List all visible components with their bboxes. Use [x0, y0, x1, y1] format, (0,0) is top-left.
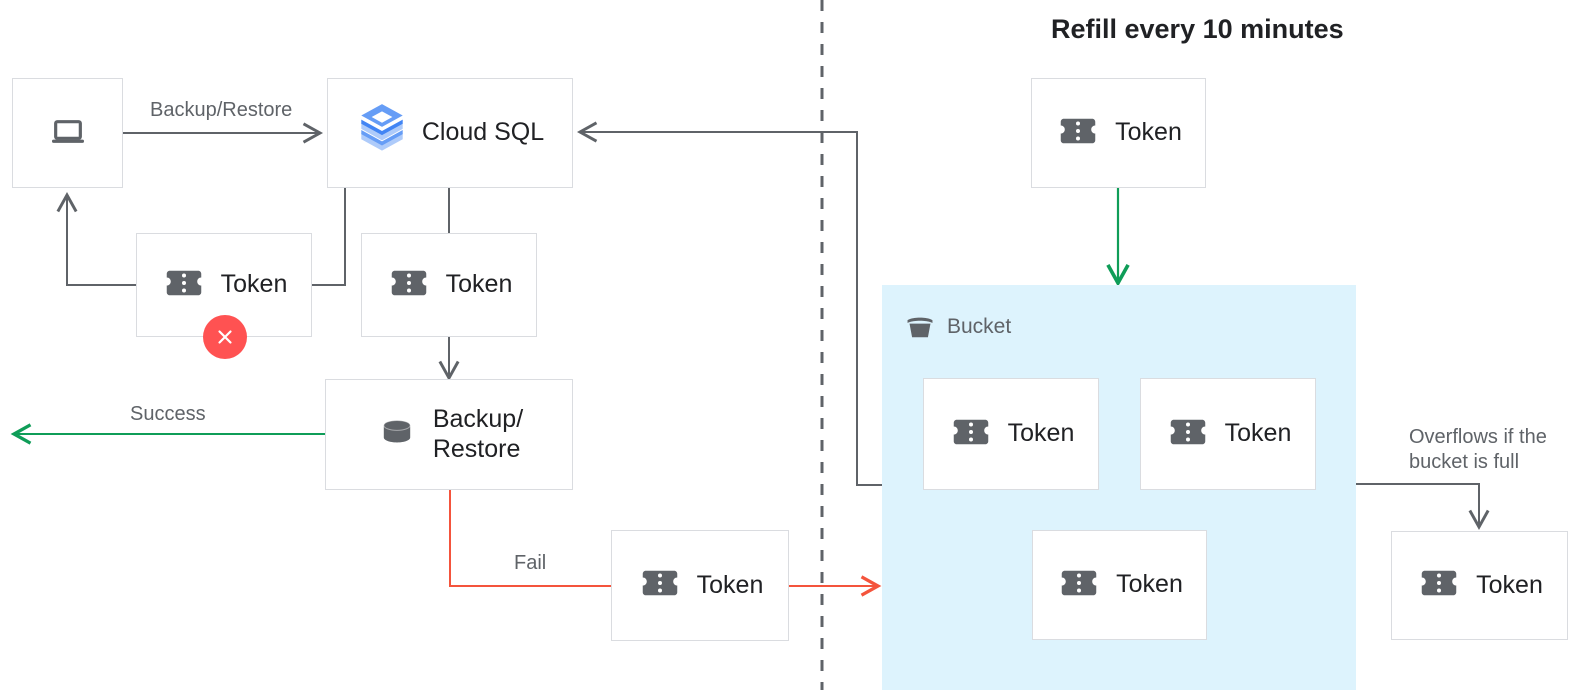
- edge-label-backup-restore: Backup/Restore: [150, 99, 293, 121]
- token-icon: [161, 260, 207, 311]
- node-token-bucket-2-label: Token: [1224, 419, 1292, 448]
- edge-bucket-overflow: [1356, 483, 1490, 531]
- token-icon: [386, 260, 432, 311]
- node-token-bucket-3[interactable]: Token: [1032, 530, 1207, 640]
- token-icon: [948, 409, 994, 460]
- token-icon: [1056, 560, 1102, 611]
- token-icon: [1165, 409, 1211, 460]
- node-token-fail[interactable]: Token: [611, 530, 789, 641]
- node-token-sql[interactable]: Token: [361, 233, 537, 337]
- node-token-refill[interactable]: Token: [1031, 78, 1206, 188]
- node-cloud-sql-label: Cloud SQL: [421, 118, 545, 147]
- node-token-bucket-1-label: Token: [1007, 419, 1075, 448]
- node-token-client-label: Token: [220, 270, 288, 299]
- node-token-bucket-3-label: Token: [1116, 570, 1183, 599]
- edge-bucket-to-cloudsql: [576, 121, 892, 486]
- close-icon: [218, 330, 232, 344]
- bucket-icon: [907, 317, 933, 338]
- bucket-label: Bucket: [947, 315, 1012, 338]
- fail-badge-x: [203, 315, 247, 359]
- node-client[interactable]: [12, 78, 123, 188]
- token-icon: [1416, 560, 1462, 611]
- edge-label-success: Success: [130, 403, 206, 425]
- token-icon: [1055, 108, 1101, 159]
- node-token-refill-label: Token: [1115, 118, 1182, 147]
- page-title: Refill every 10 minutes: [1051, 14, 1344, 44]
- token-icon: [637, 560, 683, 611]
- node-token-overflow[interactable]: Token: [1391, 531, 1568, 640]
- edge-label-fail: Fail: [514, 552, 547, 574]
- node-token-sql-label: Token: [445, 270, 513, 299]
- node-token-bucket-2[interactable]: Token: [1140, 378, 1316, 490]
- cloud-sql-icon: [356, 102, 408, 165]
- node-cloud-sql[interactable]: Cloud SQL: [327, 78, 573, 188]
- node-token-bucket-1[interactable]: Token: [923, 378, 1099, 490]
- laptop-icon: [48, 111, 88, 156]
- bucket-tag: Bucket: [903, 310, 1011, 344]
- node-token-overflow-label: Token: [1476, 570, 1543, 599]
- database-icon: [375, 410, 419, 459]
- node-backup-restore[interactable]: Backup/ Restore: [325, 379, 573, 490]
- node-token-fail-label: Token: [696, 570, 764, 599]
- node-backup-restore-label: Backup/ Restore: [432, 405, 524, 463]
- edge-label-overflow: Overflows if the bucket is full: [1409, 426, 1547, 473]
